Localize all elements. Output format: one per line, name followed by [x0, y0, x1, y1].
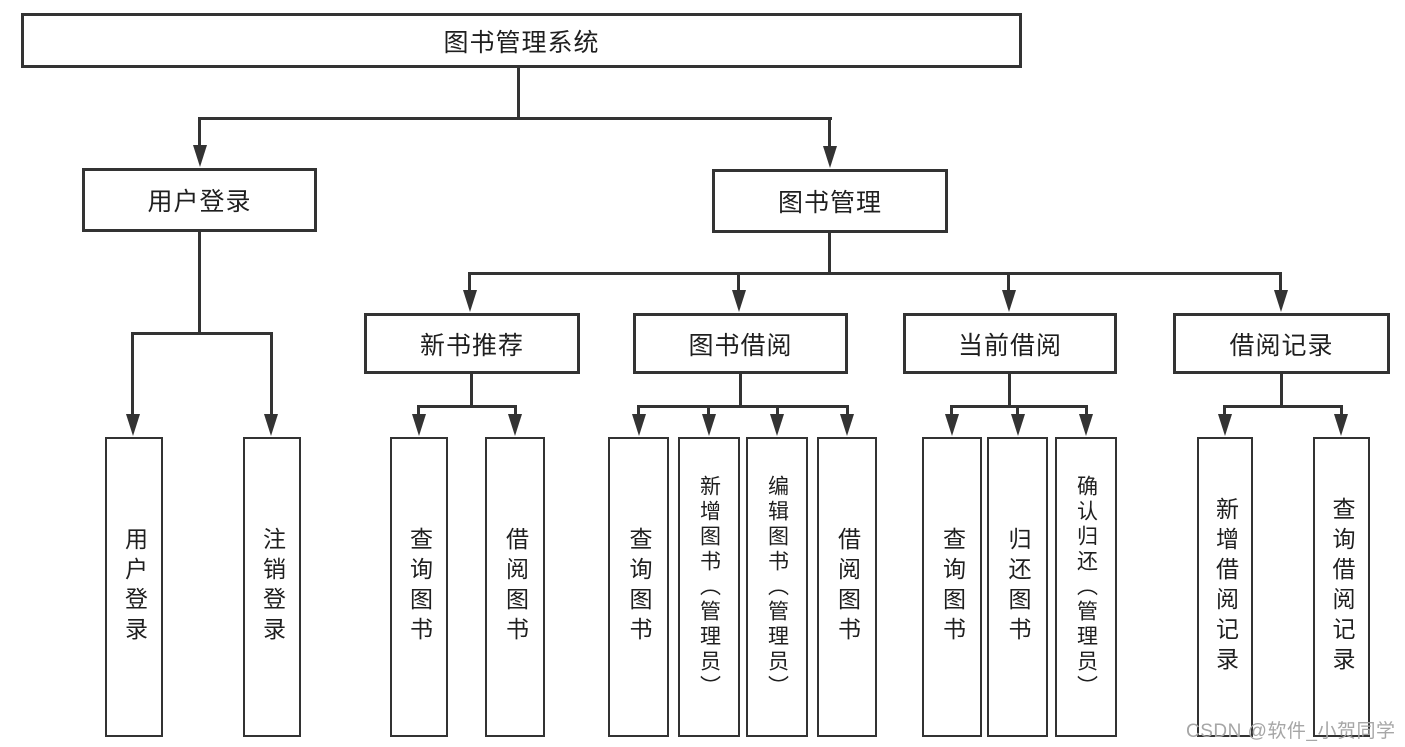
- arrowhead: [770, 414, 784, 436]
- connector: [637, 405, 640, 419]
- node-book-borrowing-label: 图书借阅: [688, 331, 793, 360]
- leaf-borrowing-add-books-label: 新增图书（管理员）: [697, 474, 721, 700]
- leaf-current-return-books: 归还图书: [987, 437, 1048, 737]
- connector: [517, 68, 520, 118]
- connector: [1279, 272, 1282, 292]
- connector: [1085, 405, 1088, 419]
- node-user-login-label: 用户登录: [147, 188, 252, 216]
- connector: [198, 117, 201, 150]
- arrowhead: [823, 146, 837, 168]
- leaf-logout: 注销登录: [243, 437, 301, 737]
- connector: [846, 405, 849, 419]
- connector: [828, 117, 831, 150]
- arrowhead: [463, 290, 477, 312]
- leaf-logout-label: 注销登录: [259, 527, 286, 647]
- leaf-recommend-query-books-label: 查询图书: [406, 527, 433, 647]
- node-book-management-label: 图书管理: [777, 189, 882, 217]
- connector: [707, 405, 710, 419]
- arrowhead: [412, 414, 426, 436]
- arrowhead: [732, 290, 746, 312]
- node-new-book-recommend: 新书推荐: [364, 313, 580, 374]
- connector: [637, 405, 848, 408]
- arrowhead: [840, 414, 854, 436]
- connector: [1280, 374, 1283, 408]
- leaf-borrowing-edit-books: 编辑图书（管理员）: [746, 437, 808, 737]
- node-user-login: 用户登录: [82, 168, 317, 232]
- connector: [1223, 405, 1226, 419]
- arrowhead: [1079, 414, 1093, 436]
- leaf-borrowing-add-books: 新增图书（管理员）: [678, 437, 740, 737]
- node-new-book-recommend-label: 新书推荐: [419, 331, 524, 360]
- arrowhead: [193, 145, 207, 167]
- connector: [1340, 405, 1343, 419]
- node-book-management: 图书管理: [712, 169, 948, 233]
- leaf-user-login-label: 用户登录: [121, 527, 148, 647]
- connector: [468, 272, 1282, 275]
- leaf-recommend-borrow-books-label: 借阅图书: [502, 527, 529, 647]
- node-borrowing-records-label: 借阅记录: [1229, 331, 1334, 360]
- leaf-borrowing-query-books-label: 查询图书: [626, 527, 652, 647]
- arrowhead: [126, 414, 140, 436]
- node-current-borrowing: 当前借阅: [903, 313, 1117, 374]
- leaf-borrowing-borrow-books: 借阅图书: [817, 437, 877, 737]
- leaf-current-query-books-label: 查询图书: [939, 527, 966, 647]
- connector: [1016, 405, 1019, 419]
- connector: [417, 405, 420, 419]
- connector: [828, 233, 831, 275]
- leaf-records-query-record-label: 查询借阅记录: [1329, 497, 1355, 677]
- leaf-records-add-record: 新增借阅记录: [1197, 437, 1253, 737]
- leaf-recommend-borrow-books: 借阅图书: [485, 437, 545, 737]
- connector: [270, 332, 273, 416]
- connector: [514, 405, 517, 419]
- connector: [470, 374, 473, 408]
- leaf-current-confirm-return: 确认归还（管理员）: [1055, 437, 1117, 737]
- node-current-borrowing-label: 当前借阅: [957, 331, 1062, 360]
- arrowhead: [1218, 414, 1232, 436]
- leaf-user-login: 用户登录: [105, 437, 163, 737]
- leaf-recommend-query-books: 查询图书: [390, 437, 448, 737]
- arrowhead: [1011, 414, 1025, 436]
- connector: [950, 405, 953, 419]
- leaf-records-query-record: 查询借阅记录: [1313, 437, 1370, 737]
- leaf-borrowing-edit-books-label: 编辑图书（管理员）: [765, 474, 789, 700]
- connector: [468, 272, 471, 292]
- connector: [198, 117, 832, 120]
- connector: [131, 332, 134, 416]
- arrowhead: [1334, 414, 1348, 436]
- arrowhead: [508, 414, 522, 436]
- connector: [131, 332, 273, 335]
- arrowhead: [702, 414, 716, 436]
- node-book-borrowing: 图书借阅: [633, 313, 848, 374]
- arrowhead: [1274, 290, 1288, 312]
- arrowhead: [632, 414, 646, 436]
- node-root-label: 图书管理系统: [443, 28, 600, 57]
- leaf-current-query-books: 查询图书: [922, 437, 982, 737]
- connector: [417, 405, 517, 408]
- node-root: 图书管理系统: [21, 13, 1022, 68]
- connector: [198, 232, 201, 335]
- connector: [1007, 272, 1010, 292]
- arrowhead: [264, 414, 278, 436]
- connector: [739, 374, 742, 408]
- csdn-watermark: CSDN @软件_小贺同学: [1186, 721, 1396, 742]
- leaf-borrowing-borrow-books-label: 借阅图书: [834, 527, 861, 647]
- connector: [737, 272, 740, 292]
- leaf-current-return-books-label: 归还图书: [1005, 527, 1031, 647]
- leaf-records-add-record-label: 新增借阅记录: [1212, 497, 1239, 677]
- connector: [776, 405, 779, 419]
- connector: [1223, 405, 1342, 408]
- connector: [1008, 374, 1011, 408]
- arrowhead: [1002, 290, 1016, 312]
- leaf-borrowing-query-books: 查询图书: [608, 437, 669, 737]
- leaf-current-confirm-return-label: 确认归还（管理员）: [1074, 474, 1098, 700]
- node-borrowing-records: 借阅记录: [1173, 313, 1390, 374]
- arrowhead: [945, 414, 959, 436]
